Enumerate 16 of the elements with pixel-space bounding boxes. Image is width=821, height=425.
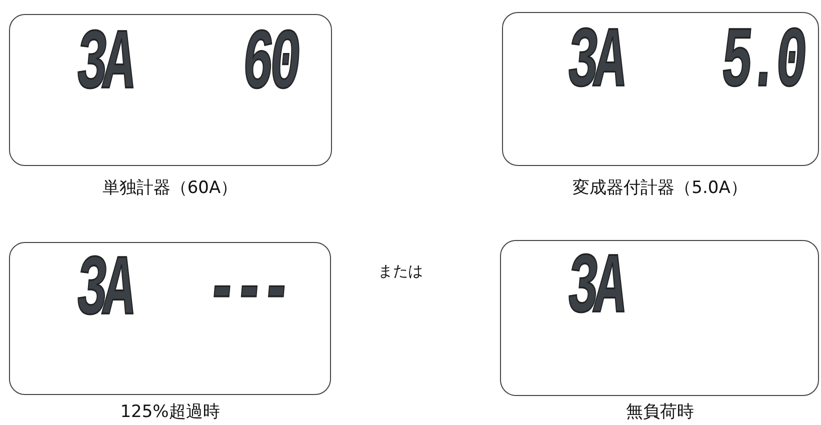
lcd-display-panel: [502, 12, 819, 166]
panel-caption: 125%超過時: [120, 401, 220, 423]
display-readout: 3A: [72, 249, 134, 335]
display-readout: 60: [238, 23, 300, 109]
note-text: または: [378, 262, 423, 281]
lcd-display-panel: [500, 240, 819, 396]
display-readout: ---: [202, 249, 292, 335]
display-readout: 3A: [564, 247, 626, 333]
lcd-display-panel: [9, 14, 332, 166]
display-readout: 3A: [72, 23, 134, 109]
display-readout: 5.0: [718, 21, 807, 107]
panel-caption: 変成器付計器（5.0A）: [572, 177, 748, 199]
display-readout: 3A: [564, 21, 626, 107]
lcd-display-panel: [9, 242, 331, 395]
panel-caption: 単独計器（60A）: [102, 177, 238, 199]
panel-caption: 無負荷時: [626, 401, 694, 423]
